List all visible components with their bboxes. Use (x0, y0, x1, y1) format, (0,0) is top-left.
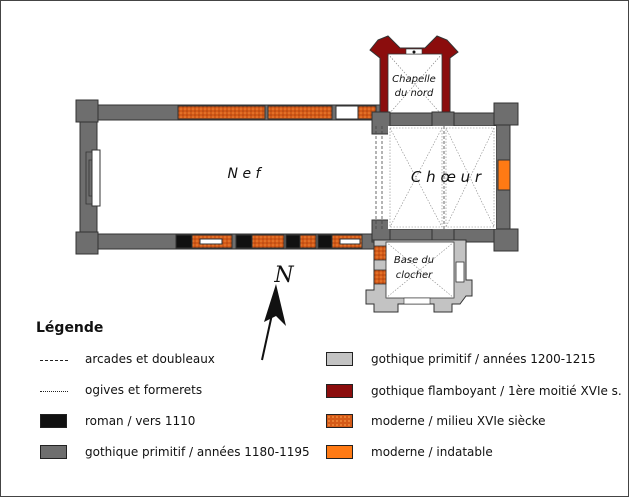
nave-south-windows (175, 234, 363, 249)
east-window (497, 159, 511, 191)
legend-label: moderne / indatable (371, 445, 493, 459)
color-swatch (326, 352, 353, 366)
legend-title: Légende (36, 320, 104, 336)
legend-label: arcades et doubleaux (85, 352, 215, 366)
north-chapel (369, 35, 459, 116)
north-arrow: N (261, 263, 294, 361)
legend-label: gothique primitif / années 1200-1215 (371, 352, 596, 366)
color-swatch (40, 445, 67, 459)
west-portal (85, 149, 101, 207)
dashed-line-swatch (40, 360, 68, 361)
bell-tower-label-line2: clocher (396, 270, 433, 281)
nave-label: N e f (228, 166, 263, 182)
color-swatch (326, 384, 353, 398)
legend-label: moderne / milieu XVIe siècke (371, 414, 546, 428)
north-arrow-letter: N (273, 263, 294, 288)
legend-label: gothique flamboyant / 1ère moitié XVIe s… (371, 384, 622, 398)
legend-label: ogives et formerets (85, 383, 203, 397)
color-swatch (326, 445, 353, 459)
bell-tower-label-line1: Base du (394, 255, 434, 266)
north-chapel-label-line2: du nord (395, 88, 434, 99)
dotted-line-swatch (40, 391, 68, 392)
bell-tower (365, 239, 473, 313)
legend-label: roman / vers 1110 (85, 414, 196, 428)
nave-north-windows (177, 105, 377, 120)
color-swatch (326, 414, 353, 428)
choir-vaults (375, 126, 496, 229)
north-chapel-label-line1: Chapelle (392, 74, 436, 85)
color-swatch (40, 414, 67, 428)
legend-label: gothique primitif / années 1180-1195 (85, 445, 310, 459)
choir-label: C h œ u r (411, 168, 482, 186)
